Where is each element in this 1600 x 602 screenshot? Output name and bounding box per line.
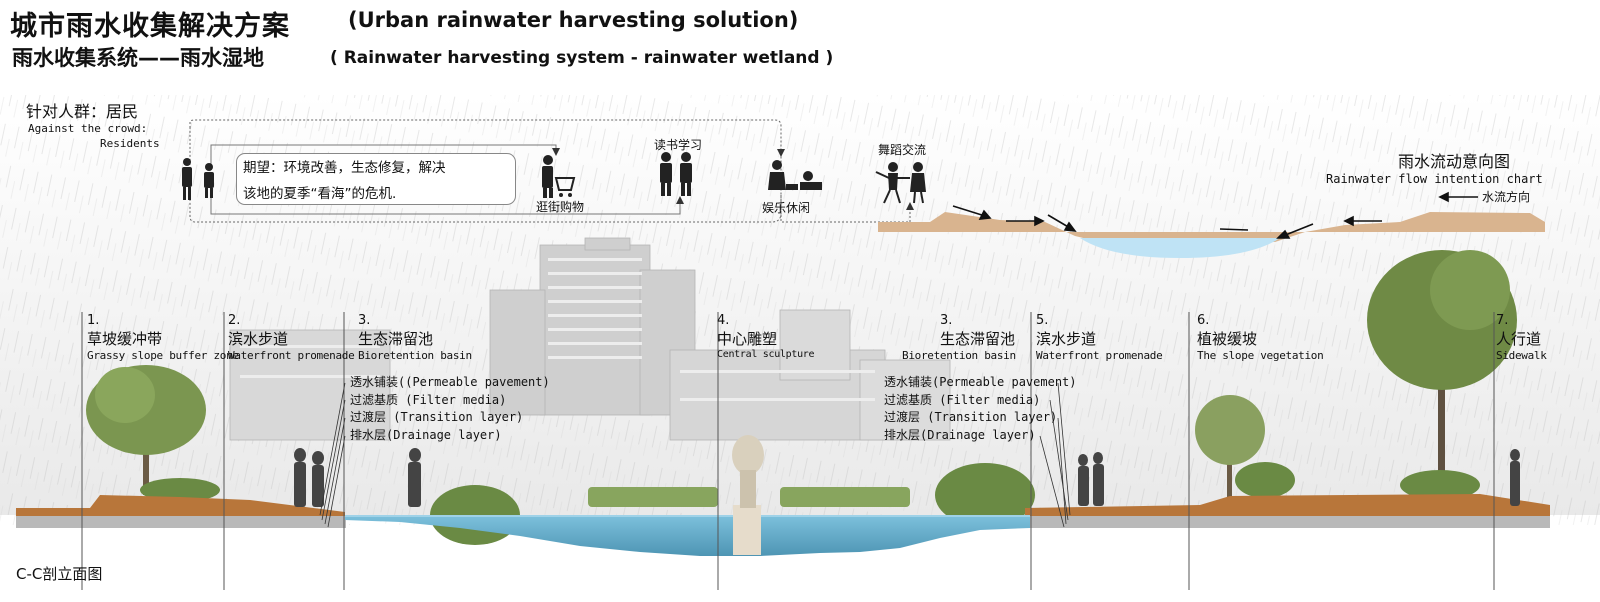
zone-3-left-zh: 生态滞留池 (358, 330, 434, 348)
title-en: (Urban rainwater harvesting solution) (348, 8, 799, 32)
subtitle-en: ( Rainwater harvesting system - rainwate… (330, 48, 834, 68)
zone-5-zh: 滨水步道 (1036, 330, 1097, 348)
layer-leader-lines (319, 382, 1071, 528)
zone-1-zh: 草坡缓冲带 (87, 330, 163, 348)
zone-3-left-num: 3. (358, 313, 371, 328)
activity-label-shopping: 逛街购物 (536, 200, 585, 214)
crowd-label-en-1: Against the crowd: (28, 122, 148, 135)
zone-7: 7. 人行道 Sidewalk (1496, 313, 1547, 362)
central-sculpture-figure (732, 435, 764, 555)
path-arrow-1 (552, 148, 560, 156)
zone-6-zh: 植被缓坡 (1197, 330, 1258, 348)
zone-1-en: Grassy slope buffer zone (87, 349, 239, 362)
flow-chart-water (1080, 238, 1280, 258)
expectation-line-2: 该地的夏季“看海”的危机. (243, 186, 397, 202)
zone-3-left-en: Bioretention basin (358, 349, 472, 362)
path-arrow-2 (676, 196, 684, 204)
reading-people-icon (660, 152, 692, 196)
subtitle-zh: 雨水收集系统——雨水湿地 (12, 46, 264, 70)
dancing-people-icon (875, 162, 926, 204)
zone-7-en: Sidewalk (1496, 349, 1547, 362)
shopping-cart-person-icon (542, 155, 576, 198)
section-title: C-C剖立面图 (16, 565, 103, 583)
zone-3-right-zh: 生态滞留池 (940, 330, 1016, 348)
leisure-people-icon (768, 160, 822, 190)
flow-direction-arrow (1438, 191, 1478, 203)
zone-7-num: 7. (1496, 313, 1509, 328)
title-zh: 城市雨水收集解决方案 (10, 11, 290, 42)
layer-right-transition: 过渡层 (Transition layer) (884, 410, 1058, 424)
zone-3-right-en: Bioretention basin (902, 349, 1016, 362)
zone-2: 2. 滨水步道 Waterfront promenade (228, 313, 355, 362)
layer-left-drainage: 排水层(Drainage layer) (350, 427, 502, 442)
pedestrian-silhouettes (294, 448, 1520, 507)
layer-left-transition: 过渡层 (Transition layer) (350, 410, 524, 424)
path-arrow-3 (906, 202, 914, 210)
layer-right-drainage: 排水层(Drainage layer) (884, 427, 1036, 442)
flow-direction-label: 水流方向 (1482, 190, 1531, 204)
zone-4-en: Central sculpture (717, 349, 815, 360)
activity-label-dancing: 舞蹈交流 (878, 143, 927, 157)
zone-5: 5. 滨水步道 Waterfront promenade (1036, 313, 1163, 362)
zone-1: 1. 草坡缓冲带 Grassy slope buffer zone (87, 313, 239, 362)
activity-dashed-path (189, 119, 782, 223)
zone-2-en: Waterfront promenade (228, 349, 355, 362)
paving-right (1025, 516, 1550, 528)
resident-icons (182, 158, 214, 200)
zone-3-right-num: 3. (940, 313, 953, 328)
tree-left (86, 365, 206, 495)
expectation-line-1: 期望：环境改善，生态修复，解决 (243, 160, 446, 176)
zone-2-num: 2. (228, 313, 241, 328)
zone-1-num: 1. (87, 313, 100, 328)
layers-right: 透水铺装(Permeable pavement) 过滤基质 (Filter me… (884, 374, 1077, 444)
zone-4: 4. 中心雕塑 Central sculpture (717, 313, 815, 360)
shrubs (140, 462, 1480, 545)
tree-right (1367, 250, 1517, 500)
background-buildings (229, 237, 951, 441)
zone-3-right: 3. 生态滞留池 Bioretention basin (902, 313, 1016, 362)
paving-left (16, 516, 346, 528)
rainwater-flow-chart (878, 191, 1545, 258)
zone-2-zh: 滨水步道 (228, 330, 289, 348)
layer-right-filter: 过滤基质 (Filter media) (884, 392, 1041, 407)
flow-chart-soil (878, 212, 1545, 242)
zone-3-left: 3. 生态滞留池 Bioretention basin (358, 313, 472, 362)
crowd-label-zh: 针对人群：居民 (26, 102, 139, 121)
zone-6-num: 6. (1197, 313, 1210, 328)
activity-label-leisure: 娱乐休闲 (762, 201, 811, 215)
zone-5-en: Waterfront promenade (1036, 349, 1163, 362)
zone-7-zh: 人行道 (1496, 330, 1542, 348)
zone-4-num: 4. (717, 313, 730, 328)
zone-4-zh: 中心雕塑 (717, 330, 778, 348)
activity-label-reading: 读书学习 (654, 138, 703, 152)
wetland-water (345, 516, 1030, 556)
zone-6: 6. 植被缓坡 The slope vegetation (1197, 313, 1324, 362)
layers-left: 透水铺装((Permeable pavement) 过滤基质 (Filter m… (350, 374, 550, 444)
layer-left-permeable: 透水铺装((Permeable pavement) (350, 375, 550, 389)
expectation-box: 期望：环境改善，生态修复，解决 该地的夏季“看海”的危机. (236, 153, 516, 205)
zone-6-en: The slope vegetation (1197, 349, 1324, 362)
flow-chart-title-en: Rainwater flow intention chart (1326, 172, 1543, 186)
crowd-label-en-2: Residents (100, 137, 160, 150)
layer-left-filter: 过滤基质 (Filter media) (350, 392, 507, 407)
zone-5-num: 5. (1036, 313, 1049, 328)
tree-mid-right (1195, 395, 1265, 500)
path-arrow-4 (777, 149, 785, 157)
zone-divider-lines (81, 312, 1495, 590)
layer-right-permeable: 透水铺装(Permeable pavement) (884, 375, 1077, 389)
flow-chart-title-zh: 雨水流动意向图 (1398, 152, 1511, 171)
activity-inner-path (210, 144, 681, 215)
building-windows (240, 258, 875, 401)
